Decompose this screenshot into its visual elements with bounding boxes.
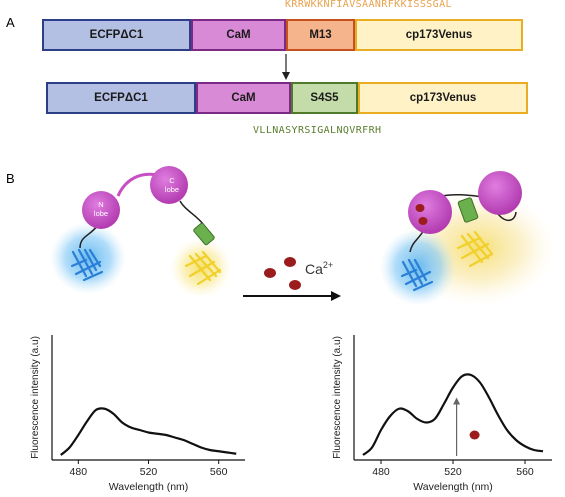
- y-axis-label: Fluorescence intensity (a.u): [30, 336, 41, 459]
- bound-calcium-2: [418, 217, 428, 225]
- x-axis-label: Wavelength (nm): [109, 481, 189, 493]
- row1-venus-domain: cp173Venus: [355, 19, 523, 51]
- c-linker: [179, 200, 204, 225]
- n-lobe: [82, 191, 120, 229]
- c-lobe: [150, 166, 188, 204]
- c-lobe-label-2: lobe: [165, 185, 179, 194]
- x-tick-label: 520: [140, 466, 158, 478]
- row1-m13-domain: M13: [286, 19, 355, 51]
- cfp-barrel-bound: [400, 258, 434, 292]
- calcium-ions: [264, 257, 301, 290]
- x-tick-label: 480: [372, 466, 390, 478]
- calcium-label: Ca2+: [305, 260, 333, 277]
- sensor-schematic: N lobe C lobe Ca2+: [50, 166, 556, 306]
- increase-arrowhead: [453, 397, 461, 405]
- spectrum-line: [362, 373, 544, 456]
- x-tick-label: 560: [516, 466, 534, 478]
- row1-ecfp-domain: ECFPΔC1: [42, 19, 191, 51]
- row1-cam-domain: CaM: [191, 19, 286, 51]
- bound-calcium-1: [415, 204, 425, 212]
- row2-ecfp-domain: ECFPΔC1: [46, 82, 196, 114]
- unbound-sensor: N lobe C lobe: [50, 166, 232, 298]
- x-axis-label: Wavelength (nm): [413, 481, 493, 493]
- row2-cam-domain: CaM: [196, 82, 291, 114]
- spectrum-line: [60, 407, 237, 456]
- c-lobe-label-1: C: [169, 176, 175, 185]
- y-axis-label: Fluorescence intensity (a.u): [332, 336, 343, 459]
- panel-a-letter: A: [6, 15, 15, 30]
- calcium-marker: [469, 430, 480, 440]
- yfp-barrel: [184, 250, 222, 286]
- n-lobe-bound: [408, 190, 452, 234]
- replacement-arrow: [282, 54, 290, 80]
- n-lobe-label-2: lobe: [94, 209, 108, 218]
- reaction-arrow: [243, 291, 341, 301]
- yfp-barrel-bound: [456, 230, 494, 268]
- bottom-peptide-sequence: VLLNASYRSIGALNQVRFRH: [253, 125, 382, 136]
- n-lobe-label-1: N: [98, 200, 103, 209]
- cfp-glow: [50, 222, 126, 294]
- x-tick-label: 520: [444, 466, 462, 478]
- bound-sensor: [380, 171, 556, 306]
- row2-venus-domain: cp173Venus: [358, 82, 528, 114]
- cfp-barrel: [70, 248, 104, 282]
- panel-b-letter: B: [6, 171, 15, 186]
- c-lobe-bound: [478, 171, 522, 215]
- x-tick-label: 560: [210, 466, 228, 478]
- s4s5-peptide: [193, 222, 215, 246]
- top-peptide-sequence: KRRWKKNFIAVSAANRFKKISSSGAL: [285, 0, 452, 10]
- row2-s4s5-domain: S4S5: [291, 82, 358, 114]
- s4s5-peptide-bound: [457, 197, 479, 223]
- x-tick-label: 480: [70, 466, 88, 478]
